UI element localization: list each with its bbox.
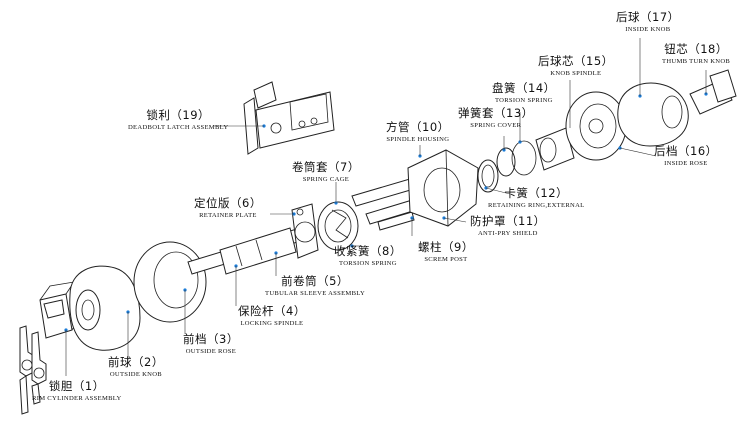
- label-part-6: 定位版（6） RETAINER PLATE: [194, 196, 262, 219]
- knob-spindle: [535, 126, 575, 171]
- keys: [19, 325, 47, 415]
- label-part-9: 螺柱（9） SCREM POST: [418, 240, 474, 263]
- label-part-3: 前档（3） OUTSIDE ROSE: [183, 332, 239, 355]
- outside-knob: [69, 265, 141, 351]
- label-part-8: 收紧簧（8） TORSION SPRING: [334, 244, 402, 267]
- label-part-18: 钮芯（18） THUMB TURN KNOB: [662, 42, 731, 65]
- thumb-turn: [689, 69, 737, 115]
- label-part-15: 后球芯（15） KNOB SPINDLE: [538, 54, 614, 77]
- outside-rose: [133, 241, 207, 323]
- label-part-4: 保险杆（4） LOCKING SPINDLE: [238, 304, 306, 327]
- label-part-10: 方管（10） SPINDLE HOUSING: [386, 120, 450, 143]
- label-part-14: 盘簧（14） TORSION SPRING: [492, 81, 556, 104]
- inside-rose: [565, 91, 627, 161]
- spindle-sleeve: [187, 227, 305, 275]
- spring-cage: [317, 201, 359, 251]
- label-part-16: 后档（16） INSIDE ROSE: [654, 144, 718, 167]
- deadbolt-latch: [243, 81, 335, 155]
- retaining-ring: [477, 159, 499, 193]
- inside-knob: [617, 82, 689, 147]
- label-part-19: 锁利（19） DEADBOLT LATCH ASSEMBLY: [128, 108, 229, 131]
- rim-cylinder: [39, 281, 81, 339]
- label-part-17: 后球（17） INSIDE KNOB: [616, 10, 680, 33]
- label-part-5: 前卷筒（5） TUBULAR SLEEVE ASSEMBLY: [265, 274, 366, 297]
- label-part-2: 前球（2） OUTSIDE KNOB: [108, 355, 164, 378]
- retainer-plate: [291, 203, 319, 259]
- label-part-7: 卷筒套（7） SPRING CAGE: [292, 160, 360, 183]
- label-part-11: 防护罩（11） ANTI-PRY SHIELD: [470, 214, 546, 237]
- leader-lines: [65, 38, 707, 376]
- label-part-13: 弹簧套（13） SPRING COVER: [458, 106, 534, 129]
- spring-cover: [496, 140, 537, 177]
- spindle-housing: [407, 149, 479, 227]
- label-part-1: 锁胆（1） RIM CYLINDER ASSEMBLY: [32, 379, 122, 402]
- label-part-12: 卡簧（12） RETAINING RING,EXTERNAL: [488, 186, 585, 209]
